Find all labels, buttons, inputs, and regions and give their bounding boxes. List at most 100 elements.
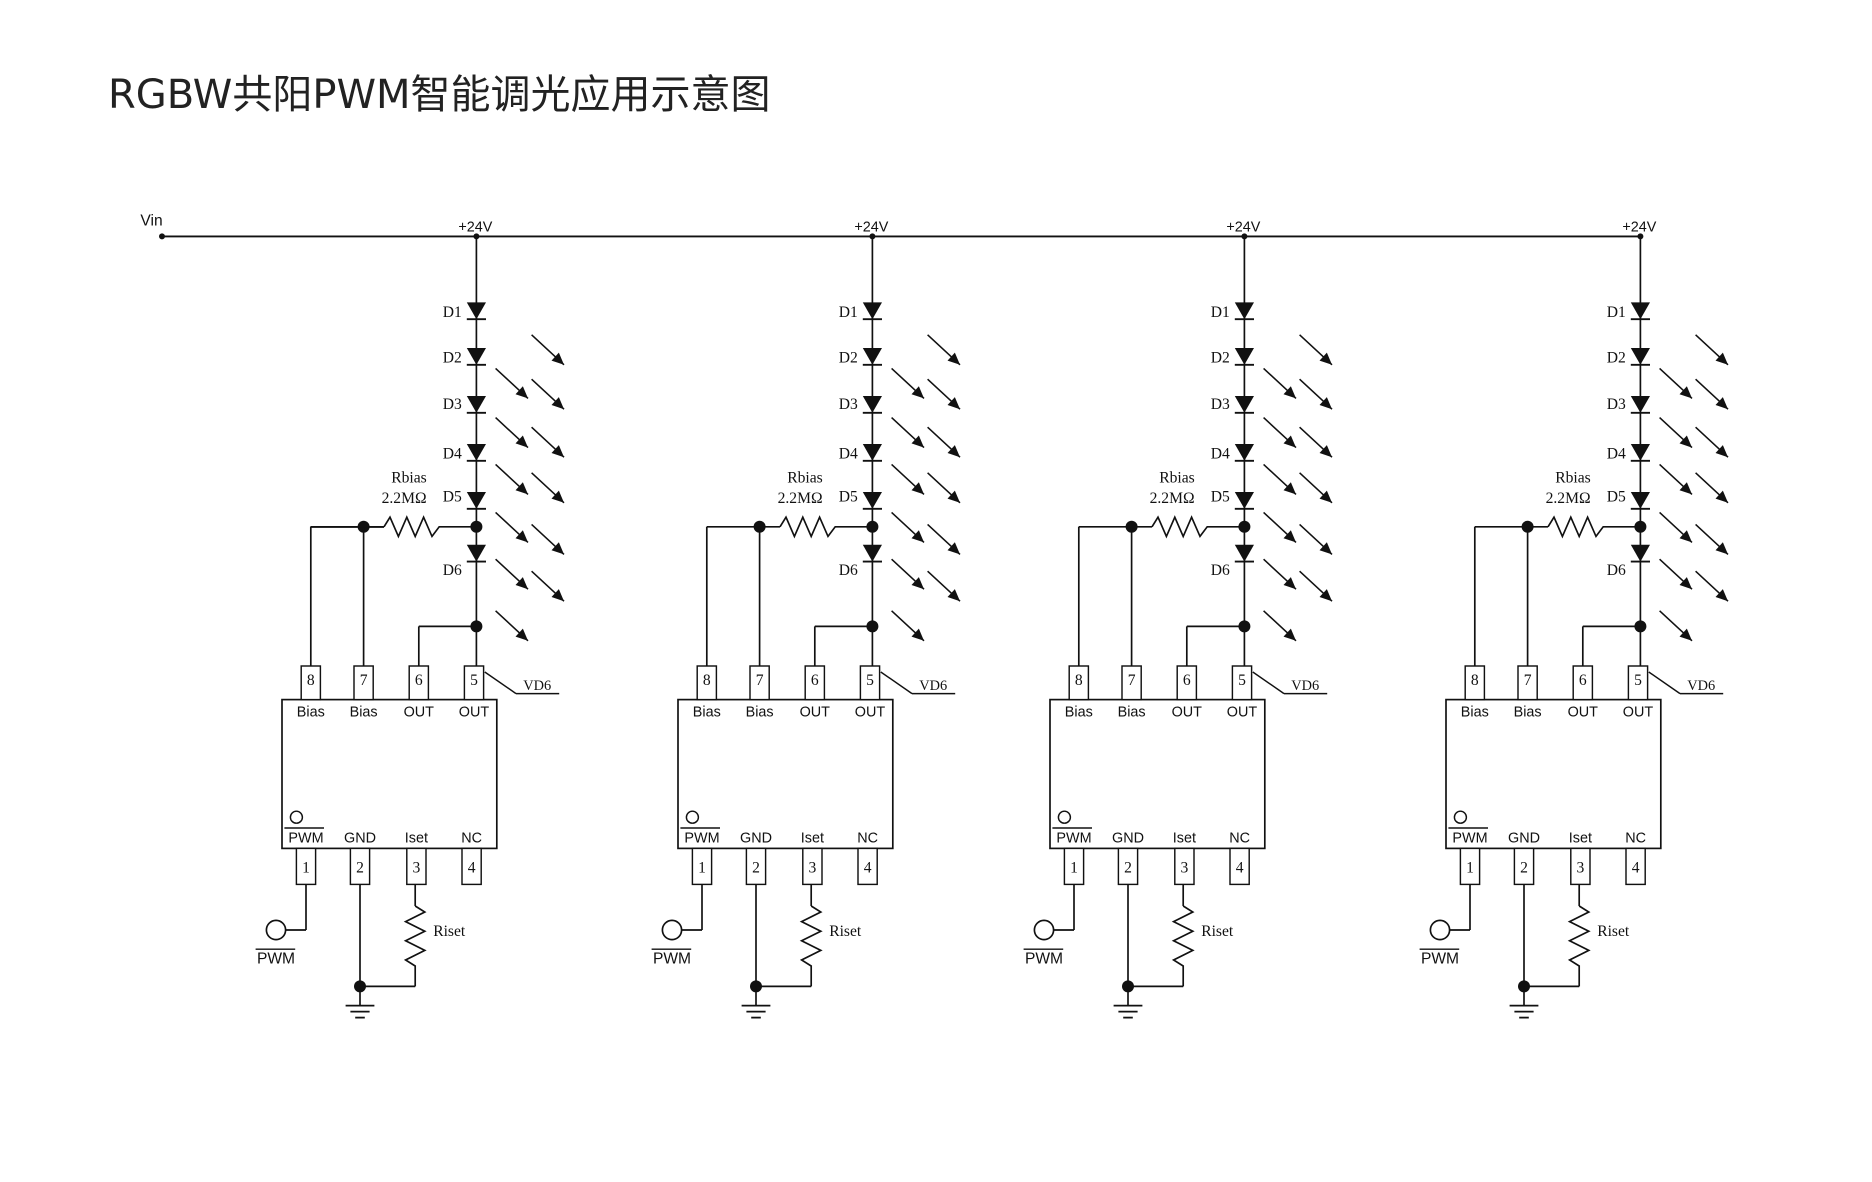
pin-2-label: GND [740,830,772,846]
light-ray-arrowhead [911,577,925,590]
rbias-resistor [383,515,477,539]
led-triangle [1630,544,1651,562]
pin-5-label: OUT [855,704,886,720]
rbias-name: Rbias [1555,469,1591,486]
pin-3-number: 3 [413,859,421,876]
out-junction-dot [1634,620,1647,633]
pin-7-box [353,665,374,701]
pin-7-box [1517,665,1538,701]
pin-1-label: PWM [1452,830,1487,846]
light-ray-arrowhead [1319,445,1332,458]
light-ray-arrow [927,334,961,366]
led-triangle [1234,444,1254,461]
pin-8-box [1464,665,1486,701]
pwm-input-label: PWM [653,951,691,968]
light-ray-arrowhead [911,482,925,495]
light-ray-arrow [891,463,925,495]
light-ray-arrowhead [1715,542,1729,555]
led-triangle [1234,492,1254,509]
light-ray-arrowhead [1715,490,1729,503]
vd6-leader [1252,671,1285,695]
led-label: D1 [839,304,858,321]
light-ray-arrowhead [947,542,961,555]
pin-3-box [1174,847,1195,886]
vd6-leader [484,671,517,695]
light-ray-arrow [1299,378,1333,410]
led-d6: D6 [443,544,487,579]
light-ray-arrowhead [947,352,961,365]
pin-7-box [749,665,770,701]
light-ray-arrowhead [515,530,528,543]
led-label: D3 [839,396,858,413]
led-triangle [1630,302,1651,320]
pin-6-box [1176,665,1198,701]
pwm-input-terminal [1033,919,1055,941]
light-ray-arrow [1263,417,1297,449]
light-ray-arrow [495,463,529,495]
light-ray-arrowhead [1679,386,1693,399]
light-ray-arrow [1695,378,1729,410]
rbias-name: Rbias [787,469,823,486]
vd6-label: VD6 [523,678,551,694]
light-ray-arrowhead [1319,542,1332,555]
pin-4-number: 4 [1236,859,1244,876]
led-d6: D6 [1211,544,1255,579]
pin-7-number: 7 [1524,672,1532,689]
light-ray-arrow [531,334,565,366]
pin-1-label: PWM [684,830,719,846]
ground-symbol [1113,986,1143,1019]
light-ray-arrowhead [515,386,528,399]
pin-8-number: 8 [1075,672,1083,689]
pin-8-number: 8 [703,672,711,689]
light-ray-arrowhead [1715,397,1729,410]
led-d1: D1 [839,302,883,321]
light-ray-arrowhead [551,490,564,503]
rbias-led-junction-dot [866,520,879,533]
light-ray-arrowhead [551,445,564,458]
light-ray-arrowhead [1283,530,1296,543]
light-ray-arrowhead [947,397,961,410]
led-label: D6 [1607,562,1626,579]
light-ray-arrowhead [947,445,961,458]
pin-7-label: Bias [350,704,378,720]
light-ray-arrow [1659,511,1693,543]
rail-voltage-label: +24V [1226,220,1260,236]
light-ray-arrow [1659,463,1693,495]
pin-1-number: 1 [698,859,706,876]
led-label: D3 [443,396,462,413]
pin1-marker [685,810,700,824]
pwm-input-label: PWM [257,951,295,968]
riset-label: Riset [1597,923,1630,940]
light-ray-arrow [495,558,529,590]
light-ray-arrowhead [911,435,925,448]
led-triangle [1630,492,1651,509]
light-ray-arrow [1263,367,1297,399]
led-d2: D2 [839,348,883,366]
light-ray-arrow [1299,472,1333,504]
led-label: D2 [1211,349,1230,366]
pin-8-box [1068,665,1090,701]
led-triangle [466,544,487,562]
led-triangle [466,348,487,365]
pin-4-label: NC [1625,830,1646,846]
led-d3: D3 [839,396,883,414]
pin-8-box [696,665,718,701]
pin-4-number: 4 [1632,859,1640,876]
rbias-value: 2.2MΩ [382,490,427,507]
light-ray-arrowhead [1715,445,1729,458]
rbias-name: Rbias [1159,469,1195,486]
pin-4-box [1625,847,1646,886]
riset-resistor [799,905,823,987]
led-label: D3 [1607,396,1626,413]
ground-symbol [741,986,771,1019]
led-d5: D5 [443,489,487,510]
led-d1: D1 [1607,302,1651,321]
led-d2: D2 [1607,348,1651,366]
pin-5-label: OUT [1227,704,1258,720]
led-label: D4 [1211,445,1230,462]
light-ray-arrow [927,570,961,602]
light-ray-arrow [1695,426,1729,458]
led-d4: D4 [1607,444,1651,462]
light-ray-arrowhead [551,589,564,602]
